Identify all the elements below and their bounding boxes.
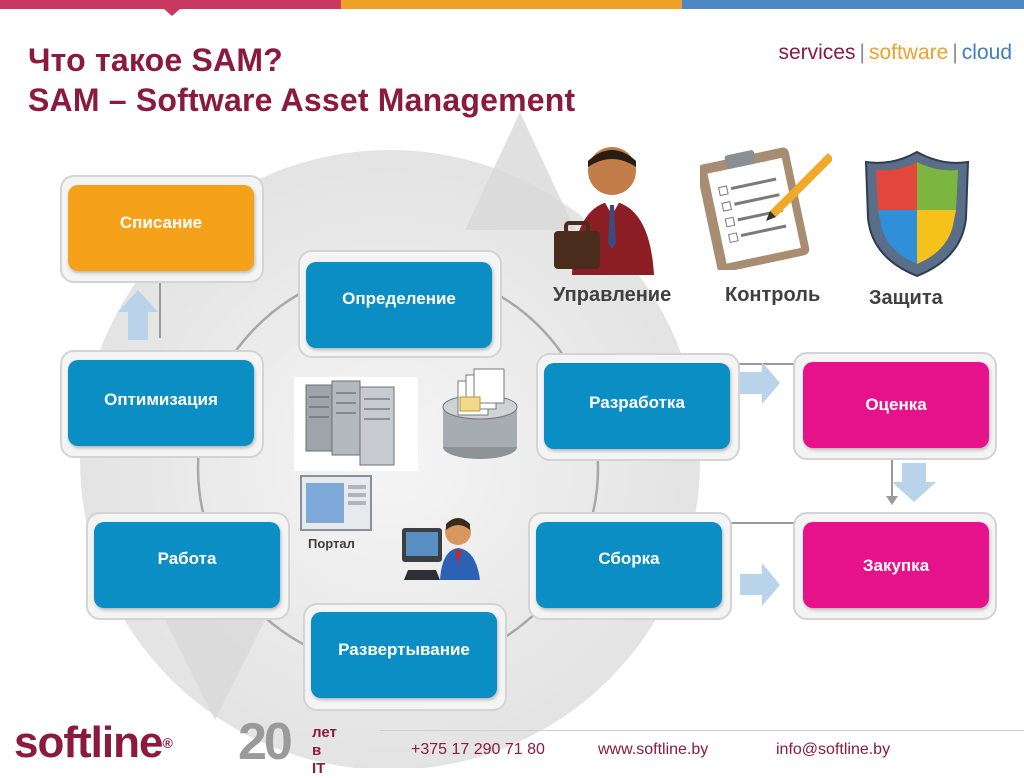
anniversary-text-line2: в IT bbox=[312, 742, 326, 777]
label-kontrol: Контроль bbox=[725, 284, 821, 306]
background-arrow-bottom bbox=[160, 610, 270, 720]
footer-phone: +375 17 290 71 80 bbox=[411, 741, 545, 758]
registered-mark: ® bbox=[162, 735, 172, 751]
database-icon bbox=[440, 367, 520, 463]
portal-label: Портал bbox=[308, 536, 355, 551]
top-bar-blue bbox=[682, 0, 1024, 9]
background-arrow-top bbox=[465, 112, 575, 230]
arrow-up-spisanie bbox=[118, 290, 158, 340]
box-opredelenie-label: Определение bbox=[342, 289, 456, 308]
slide-title-line1: Что такое SAM? bbox=[28, 42, 283, 78]
softline-logo-text: softline bbox=[14, 718, 163, 767]
box-opredelenie[interactable]: Определение bbox=[306, 262, 492, 348]
arrow-right-sborka bbox=[740, 563, 780, 606]
slide-title-line2: SAM – Software Asset Management bbox=[28, 82, 576, 118]
box-razvertyvanie-label: Развертывание bbox=[338, 640, 470, 659]
clipboard-checklist-icon bbox=[696, 145, 834, 273]
tagline-separator: | bbox=[952, 41, 958, 64]
box-rabota[interactable]: Работа bbox=[94, 522, 280, 608]
anniversary-text: лет в IT bbox=[312, 724, 337, 778]
user-computer-icon bbox=[400, 510, 482, 582]
tagline-software: software bbox=[868, 41, 949, 64]
box-rabota-label: Работа bbox=[157, 549, 217, 568]
box-spisanie[interactable]: Списание bbox=[68, 185, 254, 271]
top-bar-red bbox=[0, 0, 341, 9]
tagline-separator: | bbox=[859, 41, 865, 64]
softline-logo: softline® bbox=[14, 718, 173, 768]
box-zakupka[interactable]: Закупка bbox=[803, 522, 989, 608]
box-razrabotka-label: Разработка bbox=[589, 393, 685, 412]
box-razvertyvanie[interactable]: Развертывание bbox=[311, 612, 497, 698]
portal-window-icon bbox=[300, 475, 374, 533]
company-tagline: services|software|cloud bbox=[778, 41, 1012, 65]
anniversary-number: 20 bbox=[238, 713, 293, 771]
servers-icon bbox=[294, 377, 418, 471]
arrow-right-razrabotka bbox=[740, 362, 780, 404]
top-bar-orange bbox=[341, 0, 682, 9]
footer-separator bbox=[380, 730, 1024, 731]
manager-briefcase-icon bbox=[550, 135, 660, 275]
box-optimizatsiya-label: Оптимизация bbox=[104, 390, 218, 409]
anniversary-text-line1: лет bbox=[312, 724, 337, 741]
footer-email[interactable]: info@softline.by bbox=[776, 741, 891, 758]
connector-arrowhead-mid bbox=[886, 496, 898, 505]
tagline-cloud: cloud bbox=[961, 41, 1012, 64]
arrow-down-ocenka bbox=[892, 463, 936, 502]
box-spisanie-label: Списание bbox=[119, 213, 203, 232]
tagline-services: services bbox=[778, 41, 856, 64]
footer-website[interactable]: www.softline.by bbox=[598, 741, 709, 758]
label-upravlenie: Управление bbox=[553, 284, 672, 306]
box-optimizatsiya[interactable]: Оптимизация bbox=[68, 360, 254, 446]
label-zashchita: Защита bbox=[869, 287, 943, 309]
top-bar-notch bbox=[164, 9, 180, 16]
box-sborka[interactable]: Сборка bbox=[536, 522, 722, 608]
box-razrabotka[interactable]: Разработка bbox=[544, 363, 730, 449]
security-shield-icon bbox=[862, 148, 972, 280]
box-zakupka-label: Закупка bbox=[862, 556, 930, 575]
anniversary-logo: 20 лет в IT bbox=[238, 713, 337, 777]
box-ocenka-label: Оценка bbox=[865, 395, 927, 414]
box-sborka-label: Сборка bbox=[598, 549, 660, 568]
box-ocenka[interactable]: Оценка bbox=[803, 362, 989, 448]
